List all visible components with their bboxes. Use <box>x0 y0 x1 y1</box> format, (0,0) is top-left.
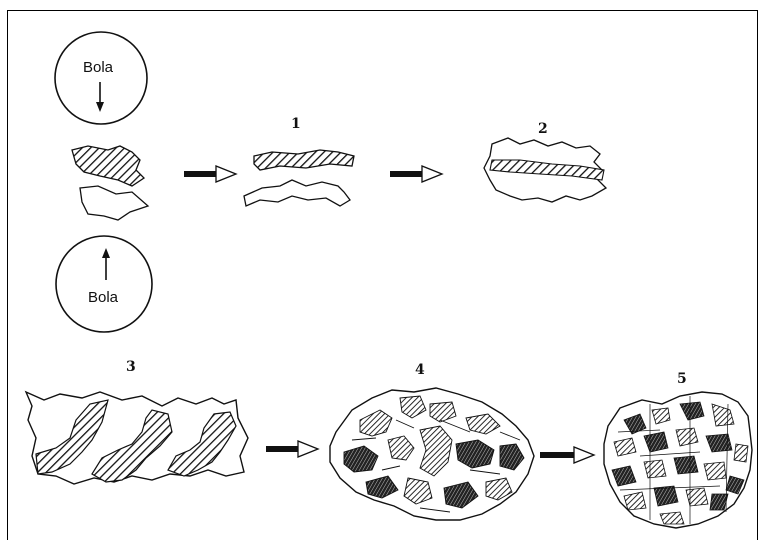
stage-3-label: 3 <box>126 359 136 375</box>
process-arrow-4 <box>540 447 594 463</box>
stage-1-hatched-flake <box>254 150 354 170</box>
stage-4-label: 4 <box>415 362 425 378</box>
ball-top: Bola <box>55 32 147 124</box>
stage-4-composite <box>330 388 534 520</box>
ball-top-label: Bola <box>83 59 114 76</box>
ball-bottom: Bola <box>56 236 152 332</box>
hatched-particle-top <box>72 146 144 186</box>
stage-1-plain-flake <box>244 180 350 206</box>
stage-2-label: 2 <box>538 121 548 137</box>
process-arrow-2 <box>390 166 442 182</box>
stage-5-label: 5 <box>677 371 687 387</box>
stage-1-label: 1 <box>291 116 301 132</box>
stage-5-composite <box>604 392 752 528</box>
plain-particle-top <box>80 186 148 220</box>
process-arrow-1 <box>184 166 236 182</box>
ball-bottom-label: Bola <box>88 289 119 306</box>
process-arrow-3 <box>266 441 318 457</box>
